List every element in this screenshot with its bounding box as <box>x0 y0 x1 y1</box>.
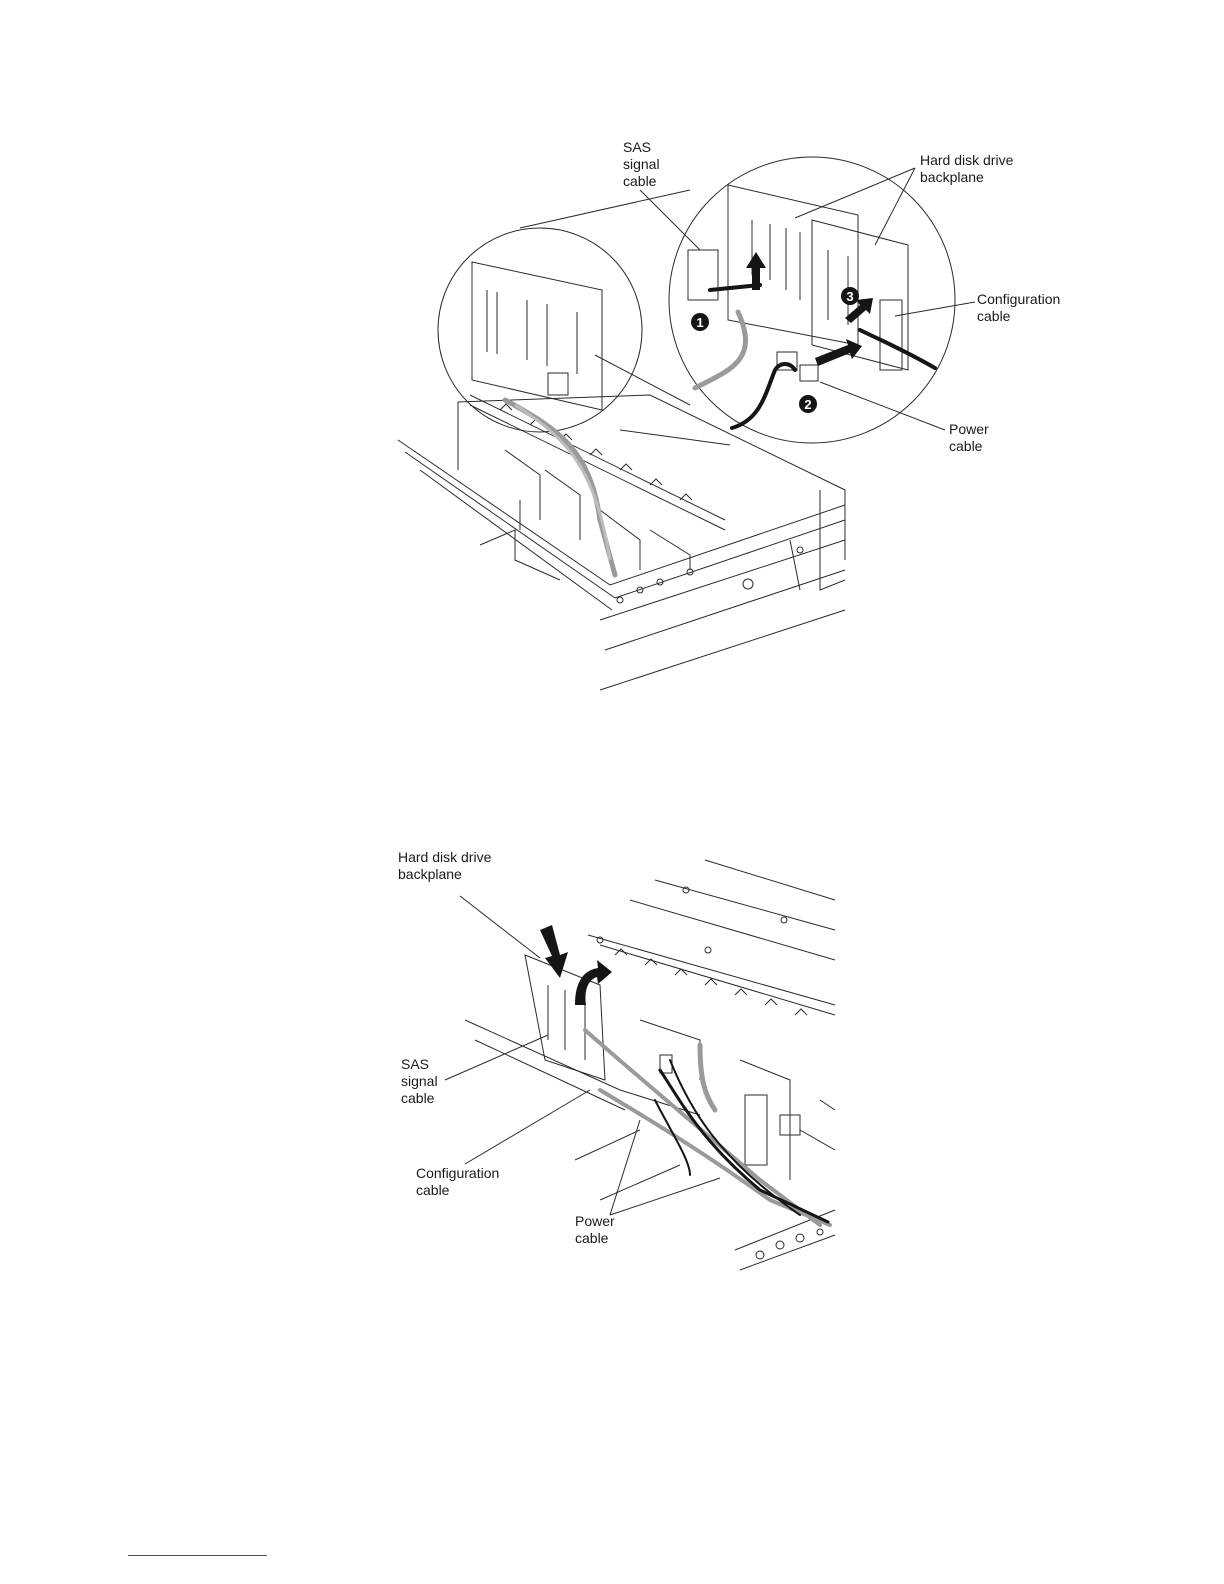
label-power-cable: Power cable <box>949 421 989 455</box>
label-hdd-backplane: Hard disk drive backplane <box>920 152 1013 186</box>
callout-2: 2 <box>799 395 817 413</box>
footer-rule <box>128 1555 267 1556</box>
svg-text:2: 2 <box>804 397 811 412</box>
label-power-cable-2: Power cable <box>575 1213 615 1247</box>
label-sas-signal-cable-2: SAS signal cable <box>401 1056 438 1107</box>
figure-1-backplane-cabling: 1 2 3 <box>0 0 1224 720</box>
label-configuration-cable: Configuration cable <box>977 291 1060 325</box>
svg-text:3: 3 <box>846 289 853 304</box>
callout-3: 3 <box>841 287 859 305</box>
svg-text:1: 1 <box>696 315 703 330</box>
label-hdd-backplane-2: Hard disk drive backplane <box>398 849 491 883</box>
callout-1: 1 <box>691 313 709 331</box>
label-configuration-cable-2: Configuration cable <box>416 1165 499 1199</box>
label-sas-signal-cable: SAS signal cable <box>623 139 660 190</box>
